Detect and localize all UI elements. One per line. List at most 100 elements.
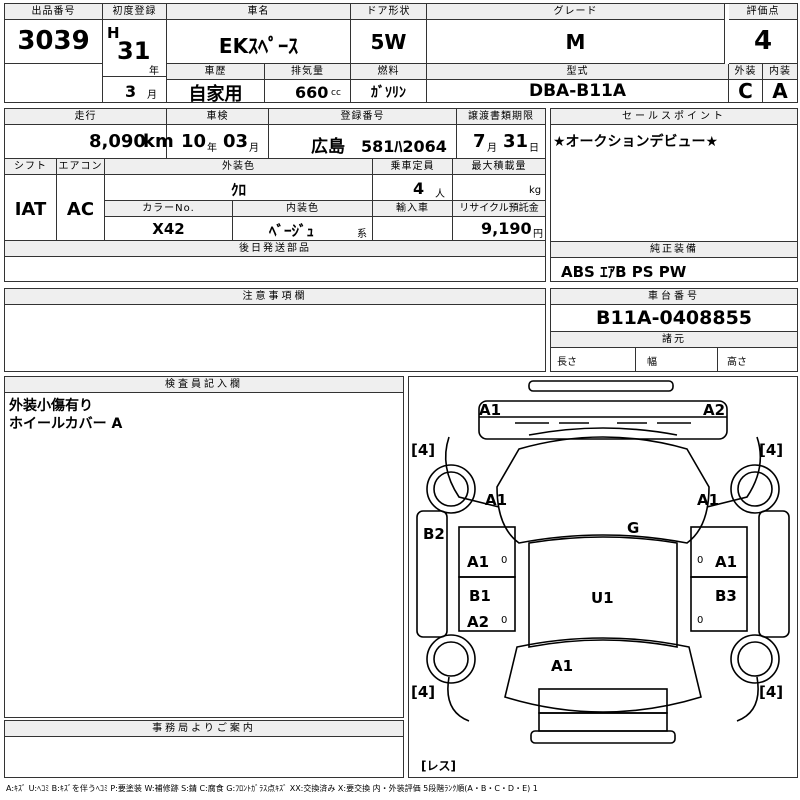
inspector-line-2: ホイールカバー A xyxy=(9,416,123,432)
dmg-roof: U1 xyxy=(591,589,614,607)
chassis-box: 車台番号 B11A-0408855 諸元 長さ 幅 高さ xyxy=(550,288,798,372)
color-no-cell: カラーNo. X42 xyxy=(105,201,233,241)
ac-label: エアコン xyxy=(57,159,104,175)
spare-tire: [レス] xyxy=(421,759,456,773)
model: DBA-B11A xyxy=(528,81,627,101)
int-score: A xyxy=(772,79,788,103)
ac-cell: エアコン AC xyxy=(57,159,105,241)
history-label: 車歴 xyxy=(167,64,264,80)
car-name-cell: 車名 EKｽﾍﾟｰｽ xyxy=(167,4,351,64)
capacity-cell: 乗車定員 4 人 xyxy=(373,159,453,201)
sales-point-box: セールスポイント ★オークションデビュー★ 純正装備 ABS ｴｱB PS PW xyxy=(550,108,798,282)
mileage-unit: km xyxy=(143,131,174,152)
dims-label: 諸元 xyxy=(551,331,797,348)
reg-year: 31 xyxy=(117,37,151,65)
fuel-label: 燃料 xyxy=(351,64,426,80)
header-block: 出品番号 3039 初度登録 H 31 年 3 月 車名 EKｽﾍﾟｰｽ ドア形… xyxy=(4,3,798,105)
tire-front-left: [4] xyxy=(411,441,436,459)
recycle-unit: 円 xyxy=(533,229,543,240)
fuel-cell: 燃料 ｶﾞｿﾘﾝ xyxy=(351,64,427,102)
interior-cell: 内装色 ﾍﾞｰｼﾞｭ 系 xyxy=(233,201,373,241)
dmg-door-right-1: A1 xyxy=(715,553,738,571)
dmg-front-right: A2 xyxy=(703,401,726,419)
grade: M xyxy=(565,30,586,54)
dmg-door-left-3: A2 xyxy=(467,613,490,631)
car-name-label: 車名 xyxy=(167,4,350,20)
dmg-fender-right: A1 xyxy=(697,491,720,509)
mileage-cell: 走行 8,090 km xyxy=(5,109,174,159)
tire-rear-left: [4] xyxy=(411,683,436,701)
mileage: 8,090 xyxy=(89,131,146,152)
model-cell: 型式 DBA-B11A xyxy=(427,64,729,102)
ext-score-label: 外装 xyxy=(729,64,762,80)
door-label: ドア形状 xyxy=(351,4,426,20)
fuel: ｶﾞｿﾘﾝ xyxy=(371,85,406,101)
import-label: 輸入車 xyxy=(373,201,452,217)
lot-empty-cell xyxy=(5,64,103,102)
door-cell: ドア形状 5W xyxy=(351,4,427,64)
inspector-line-1: 外装小傷有り xyxy=(9,398,93,414)
chassis-number: B11A-0408855 xyxy=(595,307,753,329)
load-unit: kg xyxy=(529,185,542,196)
reg-number-label: 登録番号 xyxy=(269,109,456,125)
inspector-box: 検査員記入欄 外装小傷有り ホイールカバー A xyxy=(4,376,404,718)
equipment-label: 純正装備 xyxy=(551,241,797,258)
interior-label: 内装色 xyxy=(233,201,372,217)
office-box: 事務局よりご案内 xyxy=(4,720,404,778)
recycle: 9,190 xyxy=(481,219,532,238)
int-score-label: 内装 xyxy=(763,64,797,80)
notes-box: 注意事項欄 xyxy=(4,288,546,372)
lot-label: 出品番号 xyxy=(5,4,102,20)
capacity-unit: 人 xyxy=(435,189,445,200)
height-label: 高さ xyxy=(727,357,747,368)
color-label: 外装色 xyxy=(105,159,372,175)
details-block: 走行 8,090 km 車検 10 年 03 月 登録番号 広島 581ﾊ206… xyxy=(4,108,546,282)
door-type: 5W xyxy=(370,30,407,54)
zero-right: 0 xyxy=(697,555,704,566)
transfer-cell: 譲渡書類期限 7 月 31 日 xyxy=(457,109,545,159)
load-cell: 最大積載量 kg xyxy=(453,159,545,201)
dmg-rear: A1 xyxy=(551,657,574,675)
chassis-label: 車台番号 xyxy=(551,289,797,305)
dmg-door-left-1: A1 xyxy=(467,553,490,571)
tire-front-right: [4] xyxy=(759,441,784,459)
inspection-label: 車検 xyxy=(167,109,268,125)
dmg-fender-left: A1 xyxy=(485,491,508,509)
transfer-day-unit: 日 xyxy=(529,143,539,154)
transfer-day: 31 xyxy=(503,131,529,152)
capacity: 4 xyxy=(413,179,425,198)
shift-label: シフト xyxy=(5,159,56,175)
equipment-value: ABS ｴｱB PS PW xyxy=(561,263,687,281)
transfer-month-unit: 月 xyxy=(487,143,497,154)
history-cell: 車歴 自家用 xyxy=(167,64,265,105)
dmg-front-left: A1 xyxy=(479,401,502,419)
parts-label: 後日発送部品 xyxy=(5,241,545,257)
dmg-door-left-2: B1 xyxy=(469,587,491,605)
month-unit: 月 xyxy=(147,90,157,101)
ext-score-cell: 外装 C xyxy=(729,64,763,103)
recycle-label: リサイクル預託金 xyxy=(453,201,545,217)
length-label: 長さ xyxy=(557,357,577,368)
first-reg-cell: 初度登録 H 31 年 3 月 xyxy=(103,4,167,102)
office-label: 事務局よりご案内 xyxy=(5,721,403,737)
color-cell: 外装色 ｸﾛ xyxy=(105,159,373,201)
reg-number-cell: 登録番号 広島 581ﾊ2064 xyxy=(269,109,457,159)
capacity-label: 乗車定員 xyxy=(373,159,452,175)
grade-label: グレード xyxy=(427,4,724,20)
color-no: X42 xyxy=(152,220,185,238)
interior-unit: 系 xyxy=(357,229,367,240)
inspection-cell: 車検 10 年 03 月 xyxy=(167,109,269,159)
displacement-unit: cc xyxy=(331,88,341,98)
score-label: 評価点 xyxy=(729,4,797,20)
zero-left-2: 0 xyxy=(501,615,508,626)
mileage-label: 走行 xyxy=(5,109,166,125)
displacement-cell: 排気量 660 cc xyxy=(265,64,351,102)
inspection-month: 03 xyxy=(223,131,249,152)
lot-cell: 出品番号 3039 xyxy=(5,4,103,64)
model-label: 型式 xyxy=(427,64,728,80)
transfer-label: 譲渡書類期限 xyxy=(457,109,545,125)
interior: ﾍﾞｰｼﾞｭ xyxy=(269,222,315,240)
car-diagram: A1 A2 [4] [4] A1 A1 G B2 A1 0 A1 0 B1 B3… xyxy=(408,376,798,778)
displacement-label: 排気量 xyxy=(265,64,350,80)
tire-rear-right: [4] xyxy=(759,683,784,701)
